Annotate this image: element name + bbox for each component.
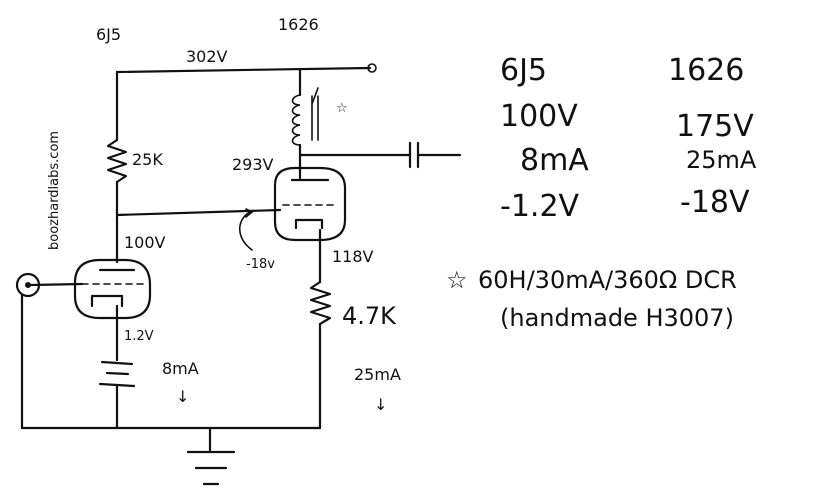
- tube2-label: 1626: [278, 15, 319, 34]
- tube2-plate-voltage: 293V: [232, 155, 274, 174]
- grid-bias-voltage: -18v: [246, 257, 275, 272]
- tube-1626: [273, 166, 347, 242]
- note-line2: (handmade H3007): [500, 304, 734, 332]
- table-col1-plate-voltage: 100V: [500, 99, 578, 134]
- table-col2-current: 25mA: [686, 146, 757, 174]
- tube2-current-arrow: ↓: [374, 395, 387, 414]
- watermark: boozhardlabs.com: [47, 131, 62, 250]
- bias-pointer-head: [245, 208, 254, 218]
- note-marker: ☆: [446, 266, 468, 294]
- bias-battery: [98, 360, 136, 388]
- table-col1-header: 6J5: [500, 53, 547, 88]
- tube1-cathode-voltage: 1.2V: [124, 329, 154, 344]
- note-line1: 60H/30mA/360Ω DCR: [478, 266, 737, 294]
- table-col1-current: 8mA: [520, 143, 589, 178]
- tube1-current-arrow: ↓: [176, 387, 189, 406]
- output-capacitor: [408, 141, 420, 169]
- table-col1-bias: -1.2V: [500, 189, 580, 224]
- bias-pointer: [238, 211, 253, 251]
- table-col2-plate-voltage: 175V: [676, 109, 754, 144]
- tube1-plate-voltage: 100V: [124, 233, 166, 252]
- tube1-current: 8mA: [162, 359, 199, 378]
- table-col2-bias: -18V: [680, 185, 750, 220]
- plate-choke: [291, 87, 319, 146]
- ground-symbol: [186, 450, 236, 486]
- wire-interstage: [115, 208, 282, 217]
- b-plus-terminal: [367, 63, 377, 73]
- tube2-cathode-voltage: 118V: [332, 247, 374, 266]
- cathode-resistor-4k7: [309, 280, 332, 326]
- cathode-resistor-value: 4.7K: [342, 302, 397, 330]
- plate-resistor-25k: [106, 138, 128, 184]
- b-plus-rail: [115, 66, 372, 74]
- tube2-current: 25mA: [354, 365, 401, 384]
- b-plus-voltage: 302V: [186, 47, 228, 66]
- wire-input-to-grid: [29, 282, 84, 287]
- table-col2-header: 1626: [668, 53, 744, 88]
- plate-resistor-value: 25K: [132, 150, 163, 169]
- choke-marker: ☆: [336, 101, 348, 116]
- tube-6j5: [73, 258, 152, 320]
- tube1-label: 6J5: [96, 25, 121, 44]
